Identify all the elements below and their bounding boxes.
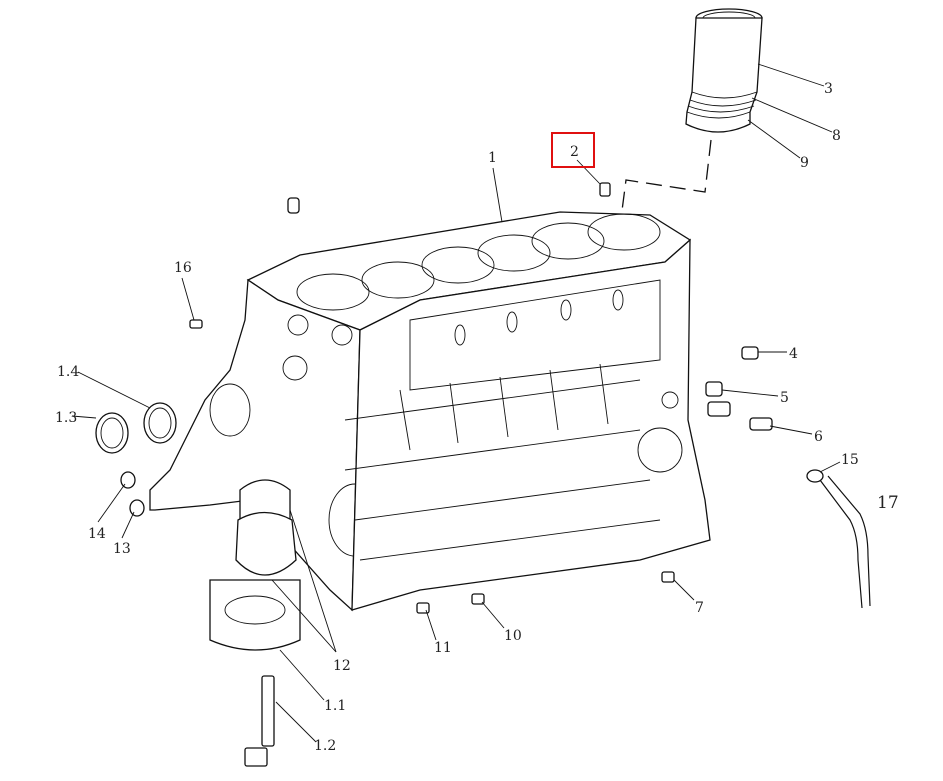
callout-15: 15 xyxy=(841,452,859,468)
liner-insert-path xyxy=(619,139,712,227)
bearing-bolt xyxy=(244,675,275,767)
callout-12: 12 xyxy=(333,658,351,674)
callout-3: 3 xyxy=(824,81,833,97)
fitting-4 xyxy=(741,346,759,360)
callout-10: 10 xyxy=(504,628,522,644)
callout-13: 13 xyxy=(113,541,131,557)
fitting-5 xyxy=(705,381,723,397)
tube-clamp-15 xyxy=(806,469,824,483)
callout-11: 11 xyxy=(434,640,452,656)
fitting-6b xyxy=(749,417,773,431)
callout-7: 7 xyxy=(695,600,704,616)
callout-1: 1 xyxy=(488,150,497,166)
callout-4: 4 xyxy=(789,346,798,362)
callout-5: 5 xyxy=(780,390,789,406)
fitting-6a xyxy=(707,401,731,417)
callout-1-1: 1.1 xyxy=(324,698,346,714)
leader-lines xyxy=(71,63,841,743)
callout-1-4: 1.4 xyxy=(57,364,79,380)
callout-9: 9 xyxy=(800,155,809,171)
main-bearing-shells xyxy=(209,479,301,651)
callout-16: 16 xyxy=(174,260,192,276)
dowel-pin-top xyxy=(287,197,300,214)
dipstick-tube-17 xyxy=(819,479,863,609)
callout-1-3: 1.3 xyxy=(55,410,77,426)
plug-10 xyxy=(471,593,485,605)
plug-13 xyxy=(129,499,145,517)
plug-14 xyxy=(120,471,136,489)
dowel-pin-2 xyxy=(599,182,611,197)
plug-7 xyxy=(661,571,675,583)
callout-2: 2 xyxy=(570,144,579,160)
callout-8: 8 xyxy=(832,128,841,144)
cylinder-block xyxy=(149,211,711,612)
callout-1-2: 1.2 xyxy=(314,738,336,754)
callout-6: 6 xyxy=(814,429,823,445)
callout-17: 17 xyxy=(877,493,899,513)
plug-11 xyxy=(416,602,430,614)
highlight-box xyxy=(551,132,595,168)
cam-bushings xyxy=(95,402,177,454)
cylinder-liner xyxy=(685,8,763,133)
callout-14: 14 xyxy=(88,526,106,542)
pin-16 xyxy=(189,319,203,329)
